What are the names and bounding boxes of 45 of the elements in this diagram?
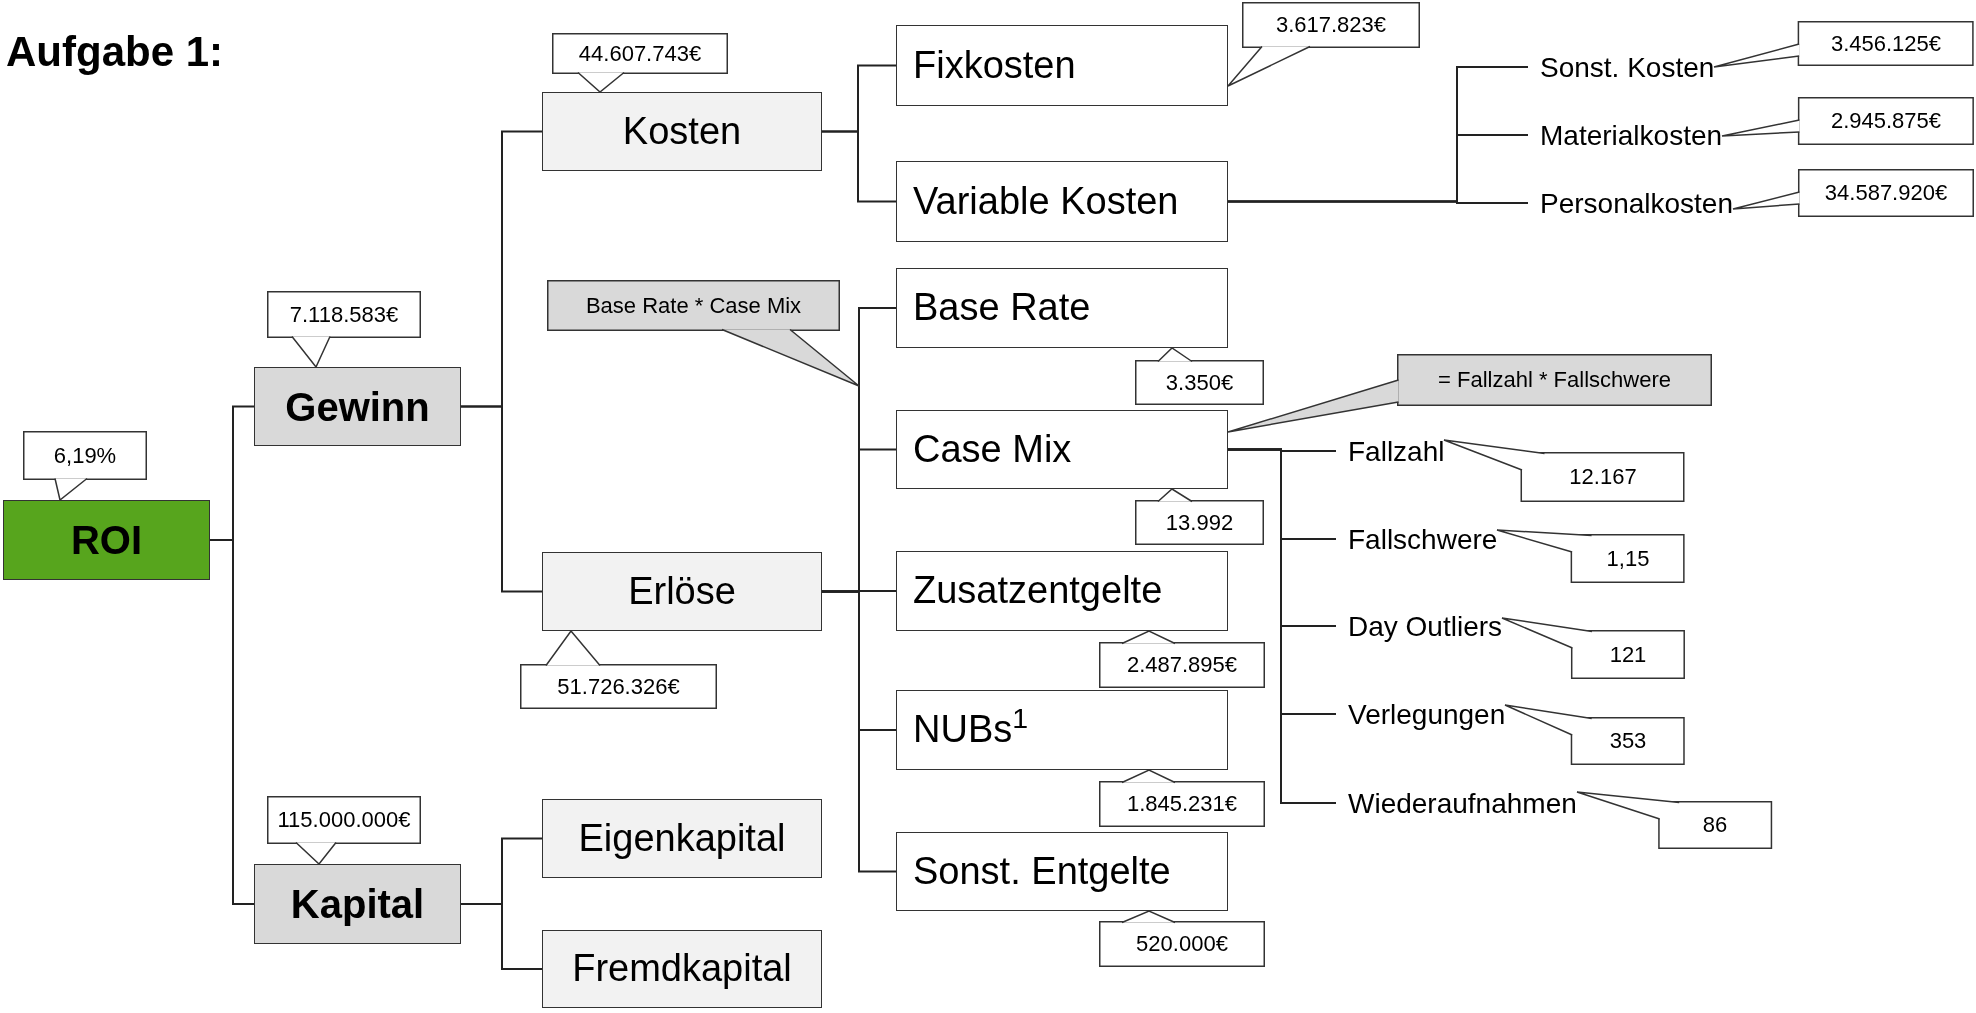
value-callout: 1,15 — [1496, 529, 1686, 584]
metric-box: Gewinn — [254, 367, 461, 446]
value-callout: 51.726.326€ — [519, 630, 718, 710]
value-callout: 3.456.125€ — [1713, 20, 1975, 68]
value-callout: 353 — [1504, 704, 1686, 766]
value-callout: 115.000.000€ — [266, 795, 422, 865]
value-callout: 86 — [1575, 791, 1773, 850]
node-label: Verlegungen — [1336, 697, 1506, 731]
value-callout: 2.945.875€ — [1721, 96, 1975, 146]
value-callout: 34.587.920€ — [1732, 168, 1975, 218]
value-callout: 6,19% — [22, 430, 148, 501]
metric-box: Case Mix — [896, 410, 1228, 489]
value-callout: 2.487.895€ — [1098, 630, 1266, 689]
metric-box: Erlöse — [542, 552, 822, 631]
metric-box: Fremdkapital — [542, 930, 822, 1008]
value-callout: 121 — [1501, 617, 1686, 680]
node-label: Fallschwere — [1336, 522, 1498, 556]
node-label: Day Outliers — [1336, 609, 1503, 643]
value-callout: 520.000€ — [1098, 910, 1266, 968]
node-label: Personalkosten — [1528, 186, 1733, 220]
connector-line — [1227, 200, 1529, 204]
value-callout: 3.617.823€ — [1227, 1, 1421, 87]
value-callout: 44.607.743€ — [551, 32, 729, 93]
value-callout: 7.118.583€ — [266, 290, 422, 368]
connector-line — [821, 130, 897, 203]
connector-line — [1227, 448, 1337, 804]
metric-box: Variable Kosten — [896, 161, 1228, 242]
title: Aufgabe 1: — [6, 27, 223, 77]
node-label: Sonst. Kosten — [1528, 50, 1715, 84]
node-label: Materialkosten — [1528, 118, 1723, 152]
metric-box: Kapital — [254, 864, 461, 944]
value-callout: 3.350€ — [1134, 347, 1265, 406]
metric-box: Eigenkapital — [542, 799, 822, 878]
formula-callout: Base Rate * Case Mix — [546, 279, 860, 387]
metric-box: Kosten — [542, 92, 822, 171]
metric-box: ROI — [3, 500, 210, 580]
connector-line — [460, 405, 543, 593]
value-callout: 13.992 — [1134, 488, 1265, 546]
connector-line — [821, 590, 897, 873]
metric-box: Base Rate — [896, 268, 1228, 348]
connector-line — [460, 903, 543, 970]
value-callout: 1.845.231€ — [1098, 769, 1266, 828]
node-label: Fallzahl — [1336, 434, 1445, 468]
node-label: Wiederaufnahmen — [1336, 786, 1577, 820]
value-callout: 12.167 — [1443, 439, 1686, 503]
